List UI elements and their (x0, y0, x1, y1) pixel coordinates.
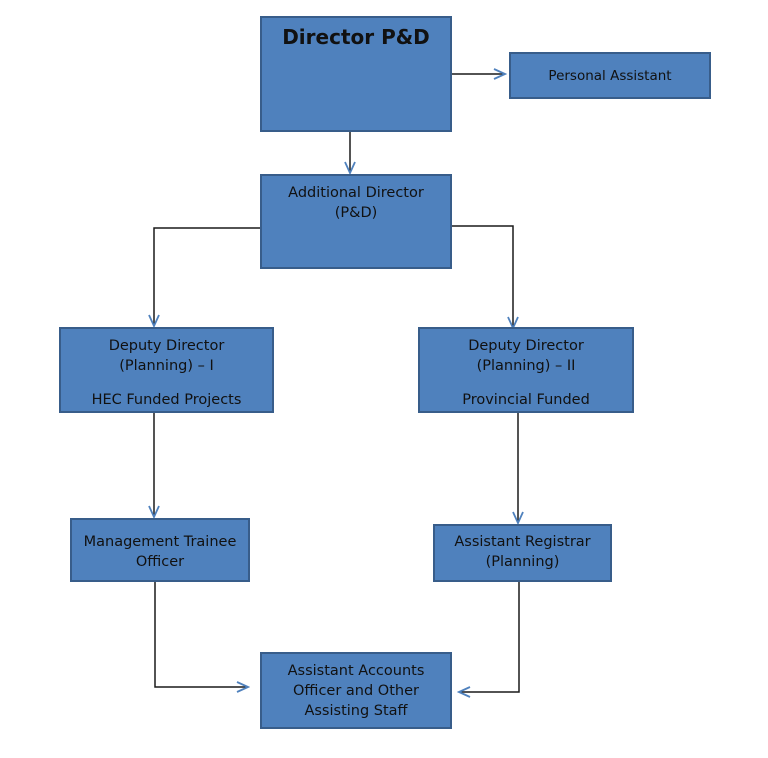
node-personal-assistant-label: Personal Assistant (548, 68, 672, 84)
node-management-trainee: Management Trainee Officer (70, 518, 250, 582)
node-director-title: Director P&D (282, 25, 430, 49)
node-personal-assistant: Personal Assistant (509, 52, 711, 99)
node-assistant-accounts: Assistant Accounts Officer and Other Ass… (260, 652, 452, 729)
node-assistant-accounts-line1: Assistant Accounts (287, 663, 425, 679)
edge-additional-director-to-deputy-director-2 (452, 225, 513, 328)
node-additional-director: Additional Director (P&D) (260, 174, 452, 269)
node-assistant-accounts-line2: Officer and Other (293, 683, 419, 699)
node-deputy-director-2-line1: Deputy Director (468, 338, 584, 354)
node-assistant-accounts-line3: Assisting Staff (304, 703, 408, 719)
edge-additional-director-to-deputy-director-1 (154, 227, 261, 326)
node-deputy-director-1-line2: (Planning) – I (119, 358, 214, 374)
edge-assistant-registrar-to-assistant-accounts (459, 582, 520, 692)
node-management-trainee-line1: Management Trainee (83, 534, 237, 550)
node-director: Director P&D (260, 16, 452, 132)
node-assistant-registrar-line2: (Planning) (485, 554, 560, 570)
node-deputy-director-1: Deputy Director (Planning) – I HEC Funde… (59, 327, 274, 413)
node-deputy-director-1-line3: HEC Funded Projects (91, 392, 242, 408)
node-deputy-director-2-line3: Provincial Funded (462, 392, 590, 408)
node-management-trainee-line2: Officer (135, 554, 185, 570)
edge-management-trainee-to-assistant-accounts (154, 582, 248, 687)
node-assistant-registrar-line1: Assistant Registrar (454, 534, 591, 550)
node-additional-director-line2: (P&D) (334, 205, 378, 221)
node-deputy-director-2-line2: (Planning) – II (476, 358, 576, 374)
node-deputy-director-1-line1: Deputy Director (108, 338, 225, 354)
node-assistant-registrar: Assistant Registrar (Planning) (433, 524, 612, 582)
node-additional-director-line1: Additional Director (288, 185, 424, 201)
node-deputy-director-2: Deputy Director (Planning) – II Provinci… (418, 327, 634, 413)
